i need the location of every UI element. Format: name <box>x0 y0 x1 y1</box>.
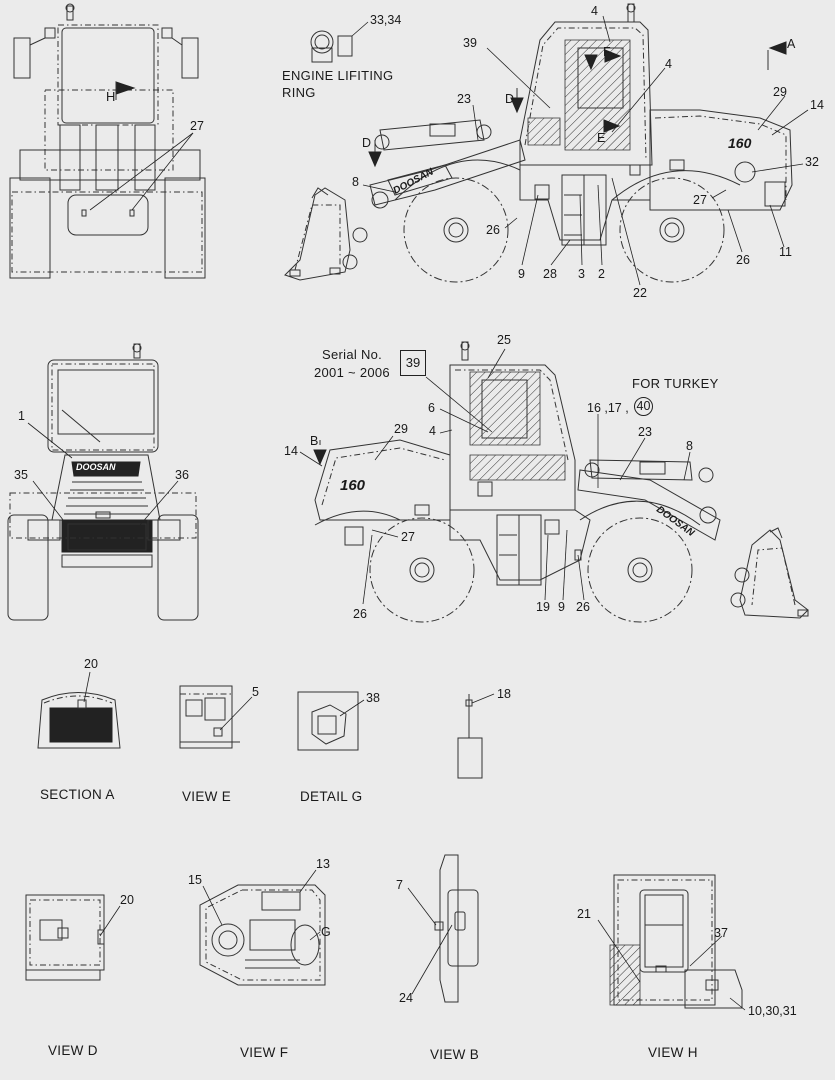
callout-10-30-31-view-h: 10,30,31 <box>748 1004 797 1018</box>
view-marker-d-upper: D <box>505 92 515 106</box>
callout-27-side2: 27 <box>401 530 415 544</box>
callout-33-34: 33,34 <box>370 13 402 27</box>
view-marker-a: A <box>787 37 796 51</box>
view-d-drawing <box>25 894 121 981</box>
callout-23-side1: 23 <box>457 92 471 106</box>
callout-3-side1: 3 <box>578 267 585 281</box>
callout-26a-side1: 26 <box>486 223 500 237</box>
callout-29-side1: 29 <box>773 85 787 99</box>
callout-28-side1: 28 <box>543 267 557 281</box>
callout-11-side1: 11 <box>779 245 792 259</box>
callout-36-rear: 36 <box>175 468 189 482</box>
side-view-machine-left <box>284 3 809 286</box>
for-turkey-note: FOR TURKEY <box>632 376 719 391</box>
view-marker-b: B <box>310 434 319 448</box>
lifting-ring-title-line2: RING <box>282 85 316 100</box>
callout-32-side1: 32 <box>805 155 819 169</box>
callout-27-front: 27 <box>190 119 204 133</box>
callout-4b-side1: 4 <box>665 57 672 71</box>
front-view-machine <box>9 3 206 279</box>
rear-view-machine <box>7 343 199 621</box>
caption-view-f: VIEW F <box>240 1045 289 1060</box>
view-marker-g: G <box>321 925 331 939</box>
callout-2-side1: 2 <box>598 267 605 281</box>
callout-20-view-d: 20 <box>120 893 134 907</box>
callout-15-view-f: 15 <box>188 873 202 887</box>
view-marker-f: F <box>603 45 611 59</box>
callout-22-side1: 22 <box>633 286 647 300</box>
callout-20-section-a: 20 <box>84 657 98 671</box>
section-a-drawing <box>37 671 121 749</box>
callout-40-circled: 40 <box>634 397 653 416</box>
callout-18: 18 <box>497 687 511 701</box>
callout-13-view-f: 13 <box>316 857 330 871</box>
callout-23-side2: 23 <box>638 425 652 439</box>
lifting-ring-icon <box>310 21 369 63</box>
callout-4a-side1: 4 <box>591 4 598 18</box>
callout-39-boxed: 39 <box>400 350 426 376</box>
model-decal-side1: 160 <box>728 135 752 151</box>
callout-9-side1: 9 <box>518 267 525 281</box>
callout-16-17: 16 ,17 , <box>587 401 629 415</box>
caption-view-d: VIEW D <box>48 1043 98 1058</box>
model-decal-side2: 160 <box>340 477 366 494</box>
callout-37-view-h: 37 <box>714 926 728 940</box>
part-18-drawing <box>457 693 495 779</box>
callout-6-side2: 6 <box>428 401 435 415</box>
callout-24-view-b: 24 <box>399 991 413 1005</box>
view-f-drawing <box>199 869 326 986</box>
view-b-drawing <box>407 854 479 1003</box>
view-marker-h: H <box>106 89 116 104</box>
callout-19-side2: 19 <box>536 600 550 614</box>
serial-number-title: Serial No. <box>322 347 383 362</box>
callout-8-side1: 8 <box>352 175 359 189</box>
callout-26a-side2: 26 <box>353 607 367 621</box>
callout-5-view-e: 5 <box>252 685 259 699</box>
callout-14-side2: 14 <box>284 444 298 458</box>
callout-8-side2: 8 <box>686 439 693 453</box>
view-marker-e: E <box>597 131 606 145</box>
callout-9-side2: 9 <box>558 600 565 614</box>
callout-4-side2: 4 <box>429 424 436 438</box>
brand-decal-rear: DOOSAN <box>76 462 116 472</box>
lifting-ring-title-line1: ENGINE LIFITING <box>282 68 394 83</box>
view-e-drawing <box>179 685 253 749</box>
callout-27-side1: 27 <box>693 193 707 207</box>
view-marker-d-lower: D <box>362 136 372 150</box>
callout-39-side1: 39 <box>463 36 477 50</box>
caption-view-h: VIEW H <box>648 1045 698 1060</box>
callout-7-view-b: 7 <box>396 878 403 892</box>
callout-14-side1: 14 <box>810 98 824 112</box>
callout-26b-side2: 26 <box>576 600 590 614</box>
callout-21-view-h: 21 <box>577 907 591 921</box>
callout-35-rear: 35 <box>14 468 28 482</box>
caption-view-b: VIEW B <box>430 1047 480 1062</box>
callout-25-side2: 25 <box>497 333 511 347</box>
detail-g-drawing <box>297 691 365 751</box>
caption-section-a: SECTION A <box>40 787 115 802</box>
caption-view-e: VIEW E <box>182 789 232 804</box>
callout-26b-side1: 26 <box>736 253 750 267</box>
callout-29-side2: 29 <box>394 422 408 436</box>
callout-1-rear: 1 <box>18 409 25 423</box>
serial-number-range: 2001 ~ 2006 <box>314 365 390 380</box>
side-view-machine-right <box>299 341 809 623</box>
caption-detail-g: DETAIL G <box>300 789 363 804</box>
callout-38-detail-g: 38 <box>366 691 380 705</box>
view-h-drawing <box>597 874 746 1011</box>
